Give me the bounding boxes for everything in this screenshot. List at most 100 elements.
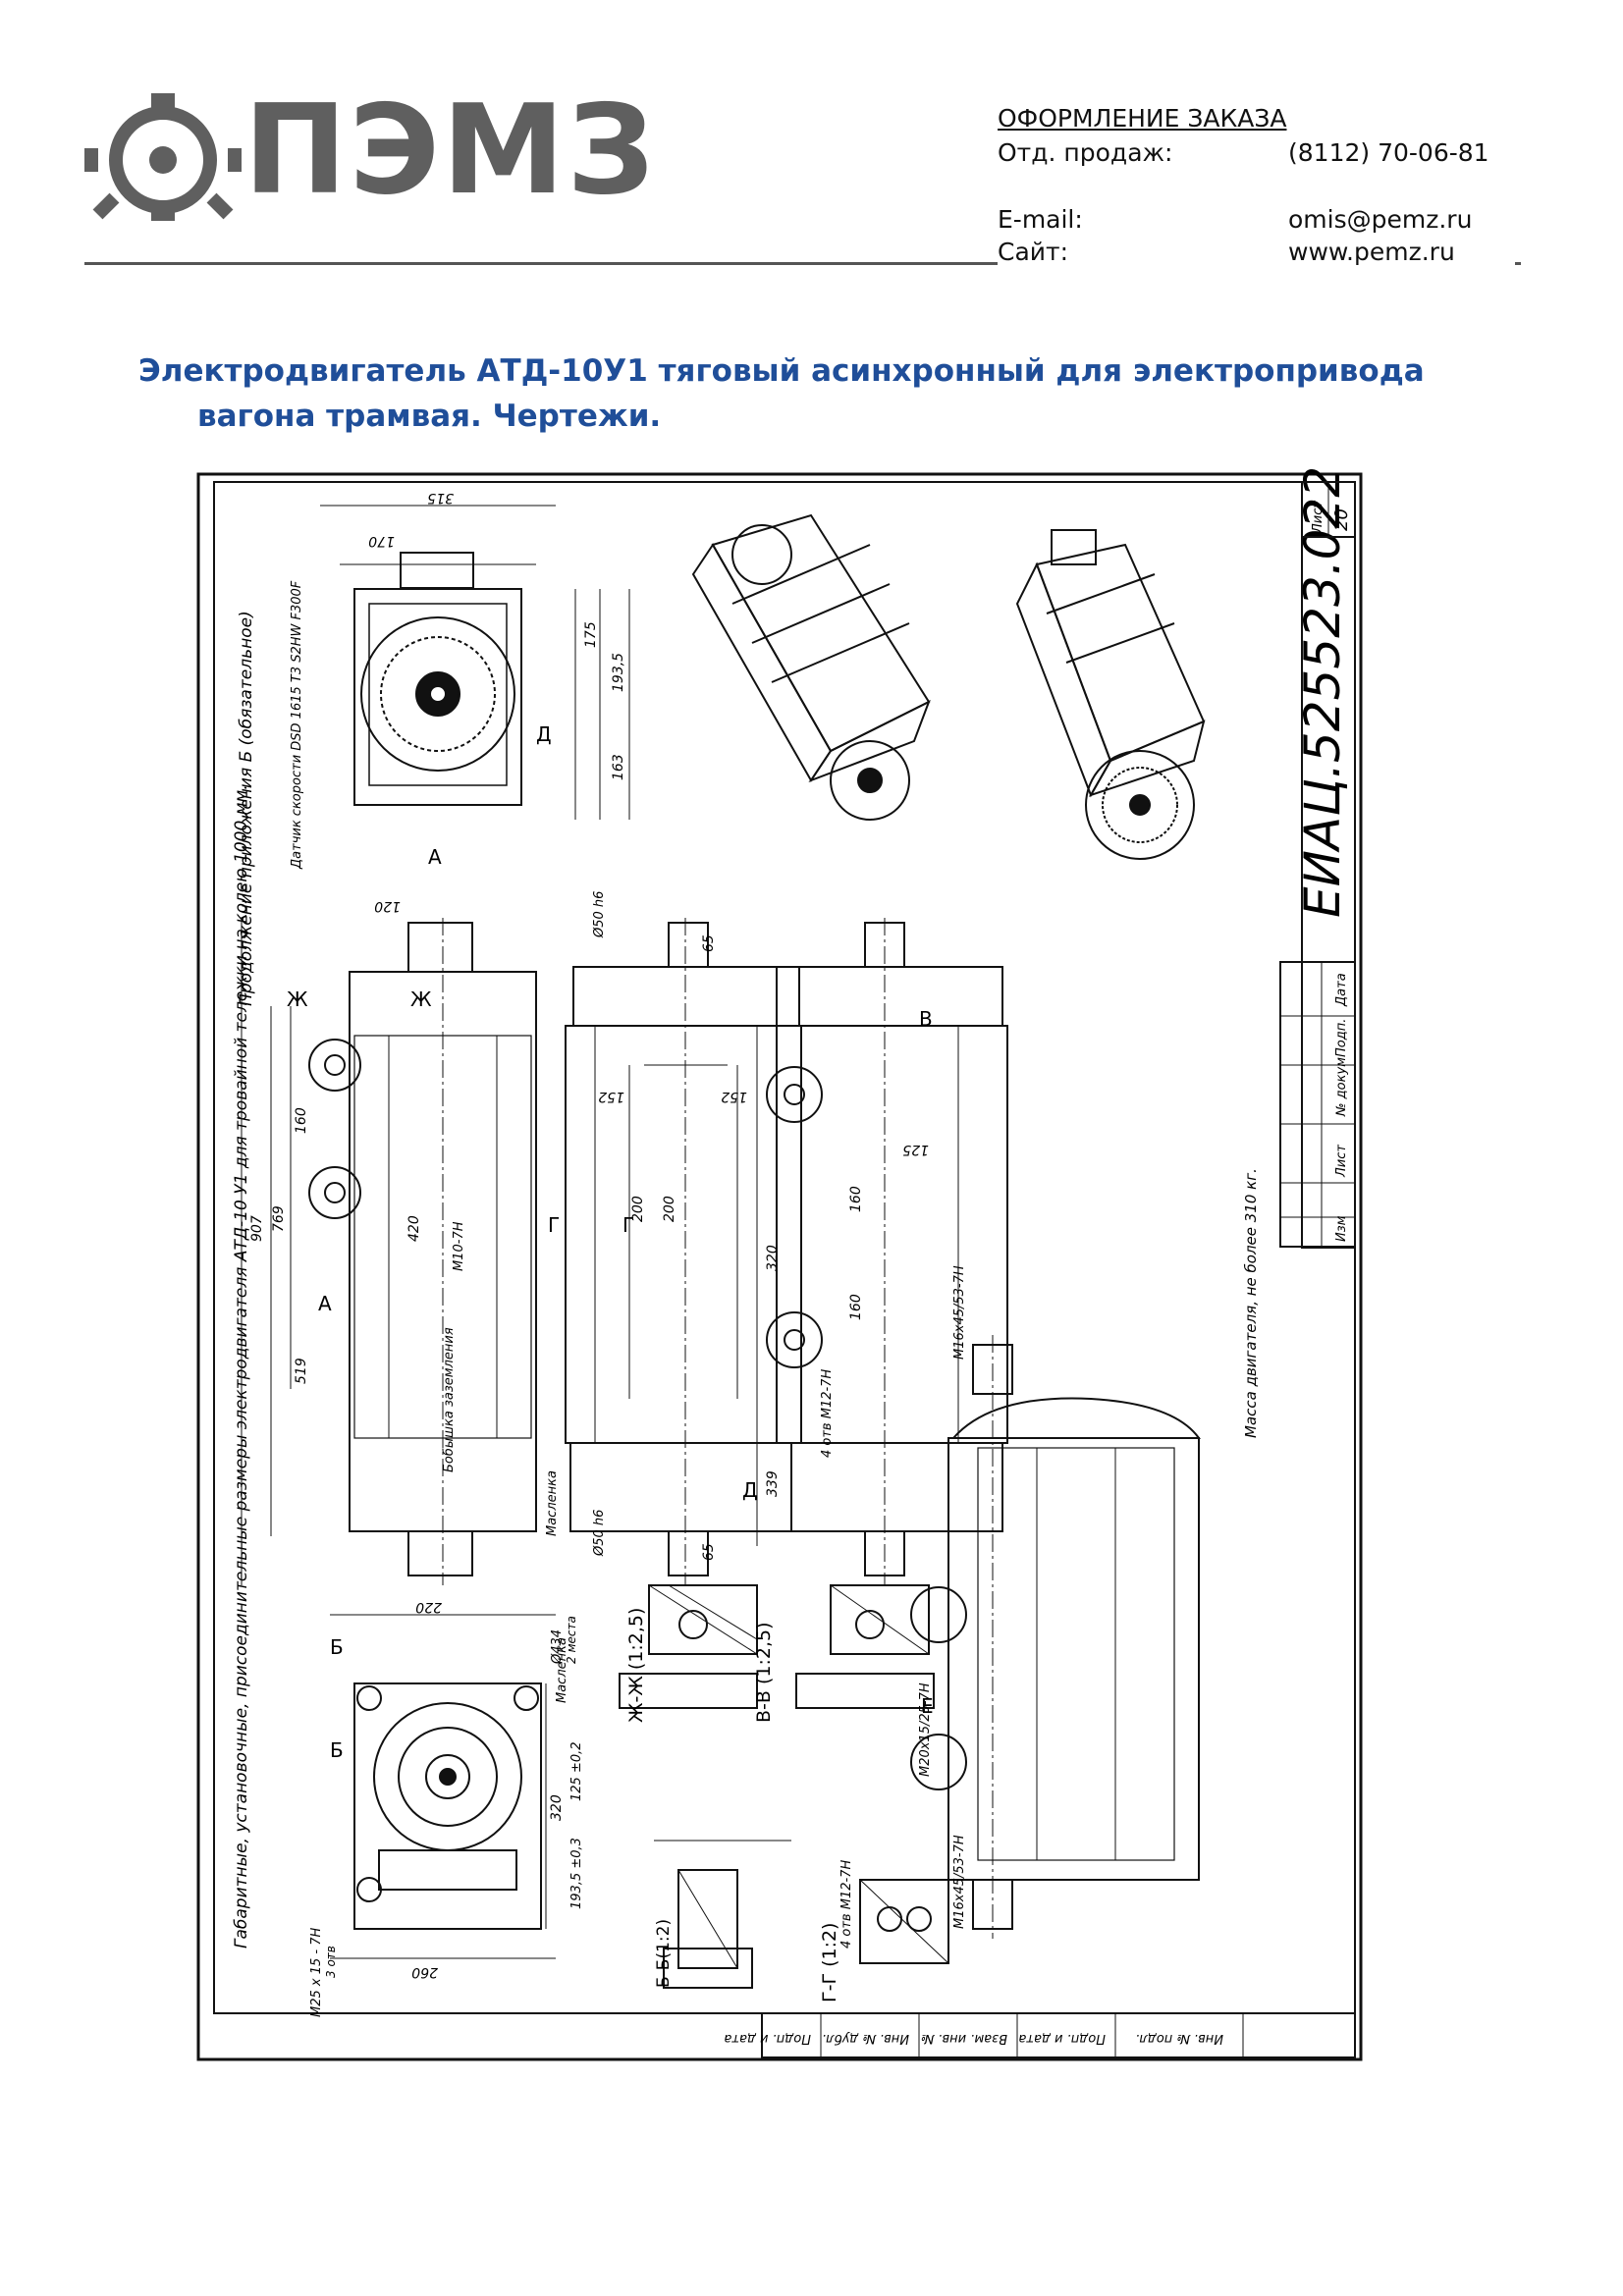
section-mark-v: В [919,1007,933,1031]
section-zhzh [619,1584,758,1709]
order-heading: ОФОРМЛЕНИЕ ЗАКАЗА [998,104,1287,133]
shaft-diameter-bottom: Ø50 h6 [592,1510,607,1557]
dim-420: 420 [406,1215,422,1242]
thread-m25: M25 x 15 - 7H [309,1928,324,2017]
header-divider-end [1515,262,1521,265]
dim-65-top: 65 [701,934,717,952]
section-gg [859,1879,949,1964]
stamp-date: Дата [1334,973,1349,1007]
section-bb [654,1840,791,1989]
title-line-2: вагона трамвая. Чертежи. [197,399,662,434]
oiler-label-a: Масленка [545,1470,560,1536]
email-label: E-mail: [998,205,1083,234]
stamp-cell-3: Взам. инв. № [921,2031,1007,2046]
dim-907: 907 [249,1215,265,1242]
section-mark-e: Е [921,1694,934,1718]
dim-320-end: 320 [549,1794,565,1821]
ground-boss-label: Бобышка заземления [442,1327,457,1472]
dim-200-a: 200 [630,1196,646,1222]
dim-160-b: 160 [848,1186,864,1212]
dim-193-5: 193,5 [611,653,626,692]
title-line-1: Электродвигатель АТД-10У1 тяговый асинхр… [138,353,1425,389]
end-view-bottom [330,1614,556,1959]
thread-m10: M10-7H [452,1221,466,1271]
thread-m25-count: 3 отв [324,1946,338,1978]
header-divider [84,262,998,265]
dim-125: 125 [902,1142,929,1157]
dim-320-side: 320 [765,1245,781,1271]
long-view-bottom-right [910,1335,1201,1939]
dim-175: 175 [583,621,599,648]
dim-220: 220 [415,1599,442,1615]
isometric-view-2 [1015,529,1206,860]
dim-260: 260 [411,1964,438,1980]
page-title: Электродвигатель АТД-10У1 тяговый асинхр… [138,348,1493,439]
dim-769: 769 [271,1205,287,1232]
end-view-top [320,505,630,820]
section-mark-d-top: Д [536,722,552,746]
thread-m12-holes: 4 отв M12-7H [820,1369,835,1458]
company-name: ПЭМЗ [243,78,657,222]
dim-65-bottom: 65 [701,1543,717,1561]
dim-160-c: 160 [848,1294,864,1320]
oiler-label-b: Масленка [555,1637,569,1703]
technical-drawing: Подп. и дата Инв. № дубл. Взам. инв. № П… [196,456,1363,2061]
section-mark-b-top: Б [330,1635,344,1659]
stamp-sheet: Лист [1334,1145,1349,1178]
stamp-cell-5: Инв. № подл. [1135,2031,1223,2046]
stamp-change: Изм [1334,1215,1349,1242]
bottom-stamp: Подп. и дата Инв. № дубл. Взам. инв. № П… [724,2012,1356,2058]
dim-315: 315 [427,490,454,506]
dim-160-a: 160 [294,1107,309,1134]
document-code: ЕИАЦ.525523.022 ТУ [1294,456,1351,918]
section-mark-g-left: Г [548,1213,560,1237]
dim-170: 170 [368,533,395,549]
side-view-left [241,918,537,1585]
sales-phone[interactable]: (8112) 70-06-81 [1288,138,1489,167]
email-link[interactable]: omis@pemz.ru [1288,205,1473,234]
thread-m12-section: 4 отв M12-7H [839,1860,854,1949]
stamp-cell-4: Подп. и дата [1018,2031,1106,2046]
section-mark-d-side: Д [742,1478,758,1502]
site-label: Сайт: [998,238,1069,266]
thread-m16-bottom: M16x45/53-7H [952,1835,967,1929]
section-mark-b-bottom: Б [330,1738,344,1762]
dim-434-note: 2 места [565,1616,578,1664]
side-view-center [565,918,802,1585]
shaft-diameter-top: Ø50 h6 [592,891,607,938]
thread-m20: M20x15/25-7H [918,1682,933,1777]
section-label-zhzh: Ж-Ж (1:2,5) [625,1608,647,1723]
section-mark-zh-left: Ж [287,988,308,1011]
dim-200-b: 200 [662,1196,677,1222]
stamp-docnum: № докум [1334,1057,1349,1117]
dim-339: 339 [765,1470,781,1497]
thread-m16-top: M16x45/53-7H [952,1265,967,1360]
sales-label: Отд. продаж: [998,138,1173,167]
section-vv [795,1584,935,1709]
dim-163: 163 [611,754,626,780]
mass-note: Масса двигателя, не более 310 кг. [1242,1168,1260,1438]
site-link[interactable]: www.pemz.ru [1288,238,1455,266]
section-label-gg: Г-Г (1:2) [819,1923,840,2002]
dim-434: Ø434 [550,1629,565,1665]
gear-logo-icon [84,93,242,221]
annex-note: Продолжение приложения Б (обязательное) [237,611,256,1006]
sheet-number: 20 [1331,508,1352,531]
stamp-sign: Подп. [1334,1019,1349,1057]
dim-519: 519 [294,1358,309,1384]
dim-120: 120 [374,898,401,914]
section-mark-zh-right: Ж [410,988,432,1011]
sheet-label: Лист [1311,501,1325,534]
stamp-cell-2: Инв. № дубл. [822,2031,909,2046]
dim-152-b: 152 [721,1089,747,1104]
section-mark-g-right: Г [622,1213,634,1237]
dim-152-a: 152 [598,1089,624,1104]
isometric-view-1 [691,513,931,821]
dim-193-5-tol: 193,5 ±0,3 [569,1838,584,1909]
section-mark-a-left: А [318,1292,332,1315]
dim-125-tol: 125 ±0,2 [569,1741,584,1801]
company-logo [84,93,242,221]
stamp-cell-1: Подп. и дата [724,2031,811,2046]
side-view-right [756,918,1008,1585]
section-label-bb: Б-Б(1:2) [654,1919,674,1988]
